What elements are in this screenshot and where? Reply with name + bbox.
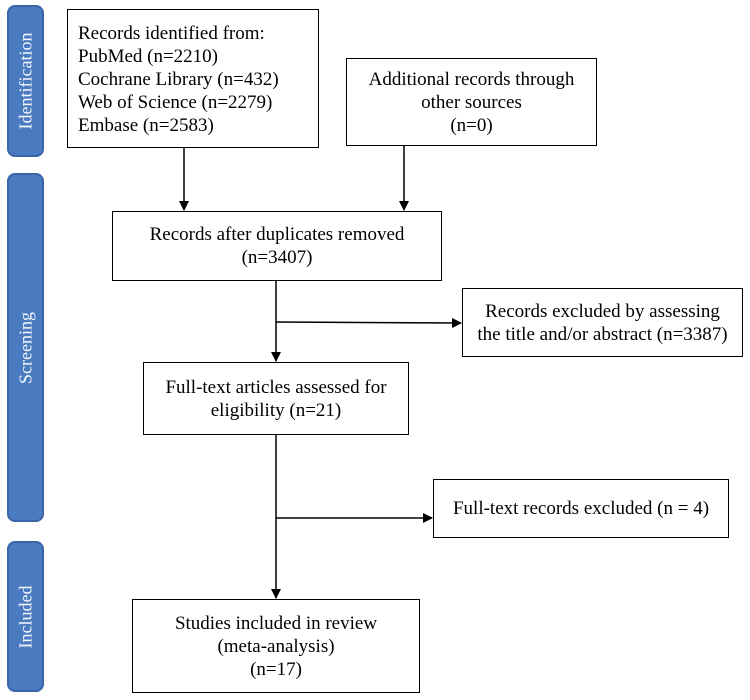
records-identified-box: Records identified from: PubMed (n=2210)… bbox=[67, 9, 319, 148]
box-line: Cochrane Library (n=432) bbox=[78, 69, 279, 90]
box-line: (n=0) bbox=[450, 114, 493, 136]
box-line: PubMed (n=2210) bbox=[78, 46, 219, 67]
additional-records-box: Additional records through other sources… bbox=[346, 58, 597, 146]
stage-included: Included bbox=[7, 541, 44, 692]
box-line: Embase (n=2583) bbox=[78, 115, 214, 136]
box-line: other sources bbox=[421, 91, 522, 113]
box-line: Additional records through bbox=[368, 68, 575, 90]
fulltext-excluded-box: Full-text records excluded (n = 4) bbox=[433, 479, 729, 538]
box-line: Full-text records excluded (n = 4) bbox=[452, 498, 710, 519]
box-line: Web of Science (n=2279) bbox=[78, 92, 273, 113]
box-line: the title and/or abstract (n=3387) bbox=[477, 323, 728, 345]
arrow-to-excluded-title-abstract bbox=[275, 317, 462, 328]
fulltext-assessed-box: Full-text articles assessed for eligibil… bbox=[143, 362, 409, 435]
box-line: Records excluded by assessing bbox=[485, 300, 720, 322]
box-line: Studies included in review bbox=[174, 612, 378, 634]
stage-identification: Identification bbox=[7, 5, 44, 157]
box-line: Records identified from: bbox=[78, 23, 265, 44]
excluded-title-abstract-box: Records excluded by assessing the title … bbox=[462, 288, 743, 357]
duplicates-removed-box: Records after duplicates removed (n=3407… bbox=[112, 211, 442, 281]
box-line: (meta-analysis) bbox=[217, 635, 335, 657]
box-line: Full-text articles assessed for bbox=[165, 376, 387, 398]
box-line: eligibility (n=21) bbox=[210, 399, 342, 421]
box-line: Records after duplicates removed bbox=[149, 224, 405, 245]
box-line: (n=3407) bbox=[241, 247, 313, 268]
studies-included-box: Studies included in review (meta-analysi… bbox=[132, 599, 420, 693]
box-line: (n=17) bbox=[250, 658, 302, 680]
stage-screening: Screening bbox=[7, 173, 44, 522]
